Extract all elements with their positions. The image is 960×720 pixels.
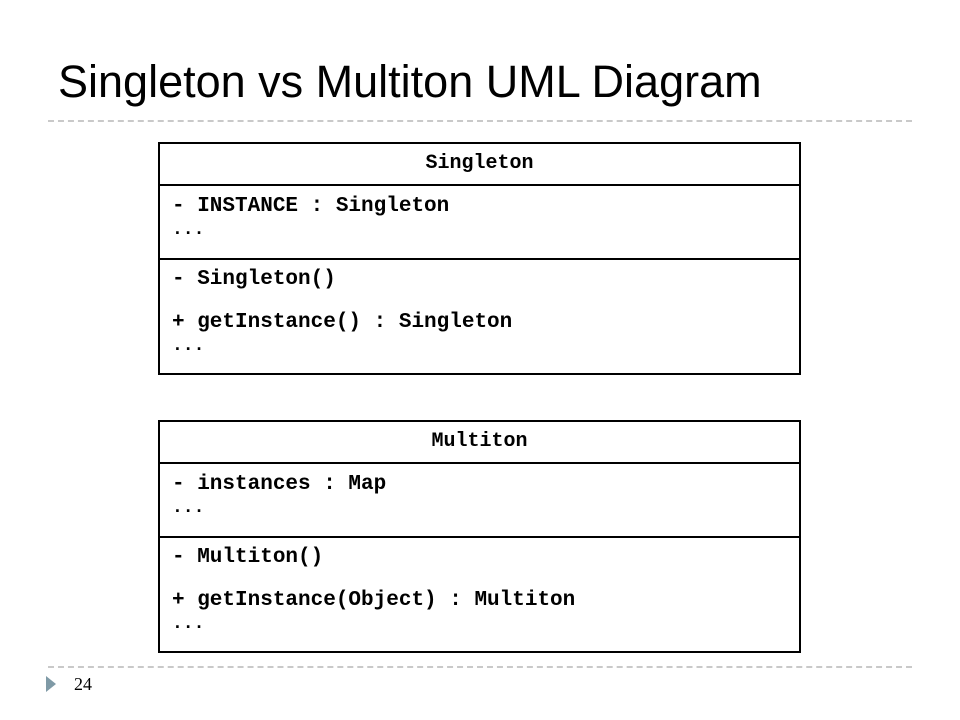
page-number: 24 [74, 674, 92, 694]
footer-divider [48, 666, 912, 668]
operation-constructor: - Singleton() [172, 268, 336, 291]
uml-class-singleton: Singleton - INSTANCE : Singleton ... - S… [158, 142, 801, 375]
class-name: Multiton [160, 422, 799, 464]
class-operations: - Singleton() + getInstance() : Singleto… [160, 260, 799, 356]
title-divider [48, 120, 912, 122]
operation-get-instance: + getInstance(Object) : Multiton [172, 589, 576, 612]
slide-title: Singleton vs Multiton UML Diagram [58, 56, 762, 107]
attribute-instance: - INSTANCE : Singleton [172, 195, 450, 218]
attributes-ellipsis: ... [172, 220, 205, 240]
class-attributes: - instances : Map ... [160, 464, 799, 538]
operations-ellipsis: ... [172, 336, 205, 356]
operations-ellipsis: ... [172, 614, 205, 634]
attribute-instances: - instances : Map [172, 473, 387, 496]
operation-get-instance: + getInstance() : Singleton [172, 311, 513, 334]
operation-constructor: - Multiton() [172, 546, 324, 569]
attributes-ellipsis: ... [172, 498, 205, 518]
class-operations: - Multiton() + getInstance(Object) : Mul… [160, 538, 799, 634]
class-name: Singleton [160, 144, 799, 186]
uml-class-multiton: Multiton - instances : Map ... - Multito… [158, 420, 801, 653]
class-attributes: - INSTANCE : Singleton ... [160, 186, 799, 260]
triangle-bullet-icon [46, 676, 56, 692]
